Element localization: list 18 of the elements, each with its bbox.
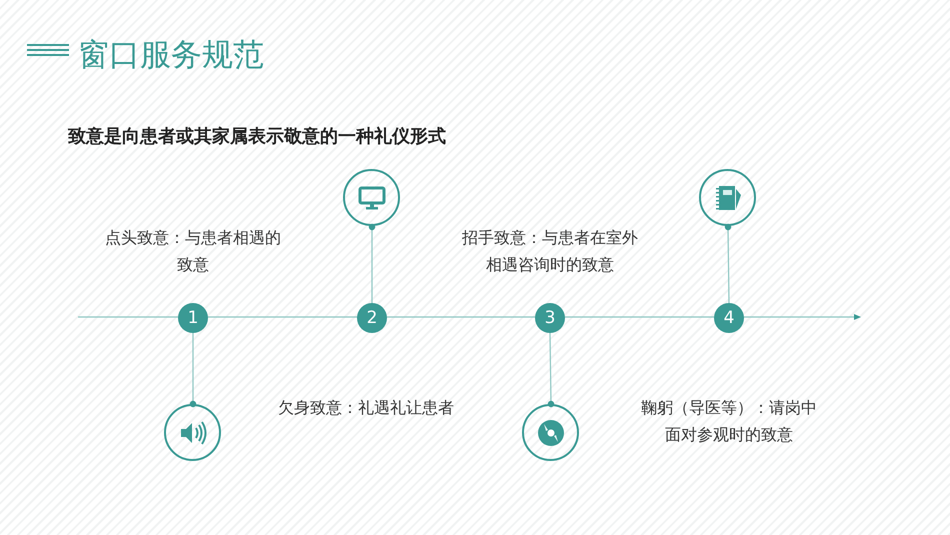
connector-line [724,224,732,303]
connector-line [548,333,554,408]
slide-title: 窗口服务规范 [78,36,264,75]
connector-line [368,224,376,303]
step-number-circle: 1 [178,303,208,333]
icon-circle [164,404,221,461]
icon-circle [343,169,400,226]
icon-circle [699,169,756,226]
step-description: 鞠躬（导医等）：请岗中面对参观时的致意 [640,397,818,446]
step-description: 欠身致意：礼遇礼让患者 [278,397,454,419]
icon-circle [522,404,579,461]
connector-line [190,333,196,408]
step-number-circle: 4 [714,303,744,333]
subtitle: 致意是向患者或其家属表示敬意的一种礼仪形式 [68,125,446,148]
step-description: 点头致意：与患者相遇的致意 [104,227,282,276]
step-number-circle: 2 [357,303,387,333]
step-number-circle: 3 [535,303,565,333]
step-description: 招手致意：与患者在室外相遇咨询时的致意 [461,227,639,276]
